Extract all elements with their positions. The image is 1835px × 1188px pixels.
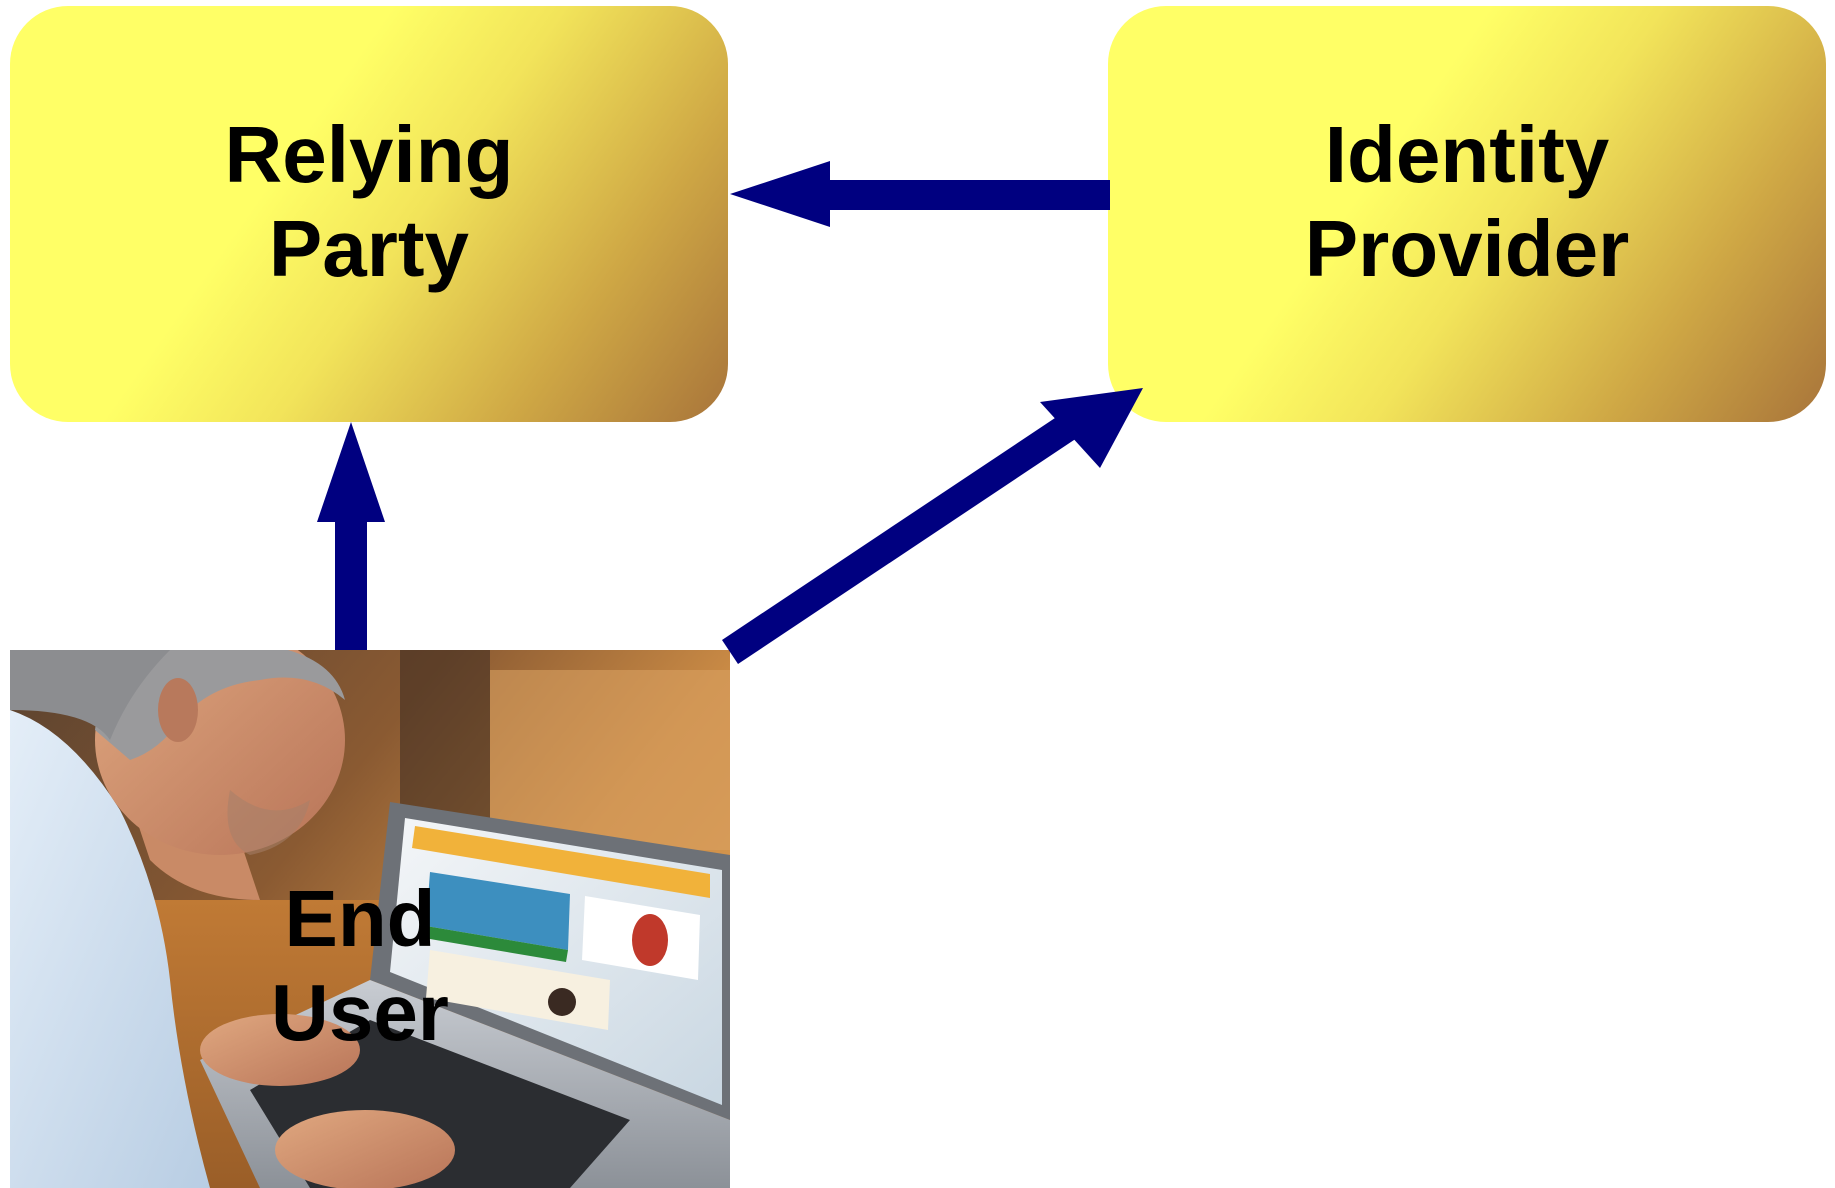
identity-provider-label-line2: Provider	[1304, 204, 1630, 293]
end-user-label-line1: End	[284, 874, 436, 963]
end-user-label: End User	[240, 872, 480, 1060]
identity-provider-label-line1: Identity	[1324, 110, 1610, 199]
end-user-illustration	[10, 650, 730, 1188]
relying-party-label-line2: Party	[268, 204, 470, 293]
arrow-end-user-to-identity-provider	[722, 388, 1143, 664]
identity-provider-box: Identity Provider	[1108, 6, 1826, 422]
identity-provider-label: Identity Provider	[1305, 108, 1630, 296]
relying-party-label: Relying Party	[225, 108, 514, 296]
end-user-label-line2: User	[271, 968, 449, 1057]
end-user-photo: End User	[10, 650, 730, 1188]
arrow-end-user-to-relying-party	[317, 422, 385, 650]
arrow-identity-provider-to-relying-party	[730, 161, 1110, 227]
relying-party-label-line1: Relying	[224, 110, 514, 199]
relying-party-box: Relying Party	[10, 6, 728, 422]
